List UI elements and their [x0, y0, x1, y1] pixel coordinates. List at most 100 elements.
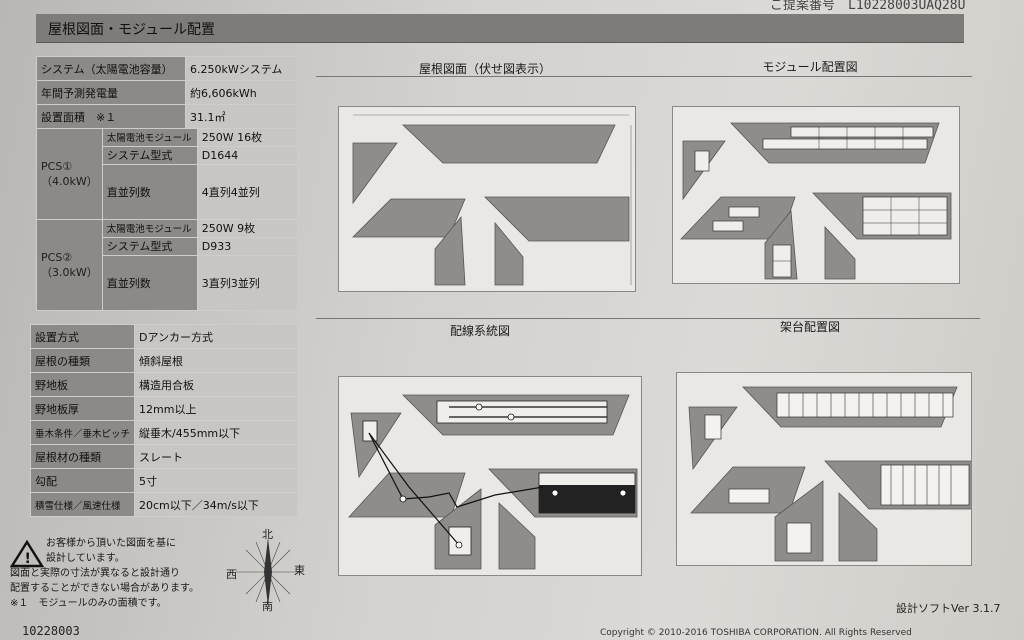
compass-star-icon [236, 538, 300, 606]
module [448, 526, 472, 556]
pcs1-module-label: 太陽電池モジュール [101, 128, 198, 147]
roof-spec-row: 屋根の種類傾斜屋根 [29, 348, 298, 373]
mount-title: 架台配置図 [779, 320, 840, 334]
roof-spec-value: 傾斜屋根 [134, 348, 298, 373]
mount-rail-group [728, 488, 770, 504]
roof-spec-label: 屋根の種類 [29, 348, 136, 373]
module-row [712, 220, 744, 232]
wiring-panel [338, 376, 642, 576]
compass-east: 東 [294, 564, 305, 577]
pcs2-module-value: 250W 9枚 [196, 219, 299, 238]
roof-face [401, 124, 616, 164]
roof-spec-row: 野地板構造用合板 [29, 372, 298, 397]
roof-face [484, 196, 630, 242]
roof-spec-label: 野地板 [29, 372, 136, 397]
note-line: 図面と実際の寸法が異なると設計通り [10, 568, 180, 579]
pcs2-model-label: システム型式 [101, 236, 198, 256]
roof-face [498, 502, 536, 570]
roof-face [348, 472, 466, 518]
compass-rose: 北 南 東 西 [224, 528, 312, 614]
module [362, 420, 378, 442]
pcs-spec-table: PCS① （4.0kW） 太陽電池モジュール 250W 16枚 システム型式 D… [36, 128, 299, 312]
pcs1-series-value: 4直列4並列 [196, 163, 299, 221]
compass-south: 南 [262, 600, 273, 613]
module-row [790, 126, 934, 138]
pcs1-model-value: D1644 [196, 145, 299, 165]
module-layout-drawing [680, 122, 952, 280]
roof-spec-value: 20cm以下／34m/s以下 [134, 492, 298, 517]
pcs2-module-label: 太陽電池モジュール [101, 219, 198, 238]
wiring-drawing [348, 394, 638, 570]
compass-west: 西 [226, 568, 237, 581]
pcs1-series-label: 直並列数 [101, 163, 198, 221]
roof-face [824, 225, 856, 280]
roof-face [838, 492, 878, 562]
pcs2-label: PCS② （3.0kW） [36, 219, 103, 311]
roof-spec-label: 垂木条件／垂木ピッチ [29, 420, 136, 445]
note-line: ※１ モジュールのみの面積です。 [10, 598, 167, 609]
area-label: 設置面積 ※１ [36, 104, 186, 129]
module-row [762, 138, 928, 150]
roof-spec-label: 屋根材の種類 [29, 444, 136, 469]
pcs1-label: PCS① （4.0kW） [36, 128, 103, 220]
note-line: 設計しています。 [46, 553, 125, 564]
system-value: 6.250kWシステム [185, 56, 298, 81]
document-id: 10228003 [22, 624, 80, 638]
page-title: 屋根図面・モジュール配置 [48, 22, 216, 38]
proposal-number: ご提案番号 L10228003UAQ28U [770, 0, 966, 13]
roof-spec-label: 積雪仕様／風速仕様 [29, 492, 136, 517]
system-label: システム（太陽電池容量） [36, 56, 186, 81]
roof-spec-label: 設置方式 [29, 324, 136, 349]
software-version: 設計ソフトVer 3.1.7 [896, 602, 1001, 615]
roof-face [352, 198, 466, 238]
annual-value: 約6,606kWh [185, 80, 298, 105]
roof-face [680, 196, 796, 240]
mount-rail-group [704, 414, 722, 440]
note-line: 配置することができない場合があります。 [10, 583, 199, 594]
section-rule-top [316, 76, 972, 77]
roof-face [434, 215, 466, 286]
module-array [862, 196, 948, 236]
compass-north: 北 [262, 528, 273, 541]
pcs2-series-label: 直並列数 [101, 254, 198, 312]
system-spec-table: システム（太陽電池容量） 6.250kWシステム 年間予測発電量 約6,606k… [36, 56, 298, 129]
mount-rail-group [880, 464, 970, 506]
mount-layout-drawing [688, 386, 971, 562]
module [694, 150, 710, 172]
module-layout-title: モジュール配置図 [762, 60, 858, 74]
section-rule-middle [316, 318, 980, 319]
mount-rail-group [786, 522, 812, 554]
pcs1-model-label: システム型式 [101, 145, 198, 165]
mount-layout-panel [676, 372, 972, 566]
annual-label: 年間予測発電量 [36, 80, 186, 105]
roof-plan-drawing [352, 114, 632, 286]
wiring-title: 配線系統図 [449, 324, 510, 338]
roof-spec-row: 屋根材の種類スレート [29, 444, 298, 469]
roof-plan-title: 屋根図面（伏せ図表示） [418, 62, 551, 76]
warning-icon: ! [10, 540, 44, 568]
wiring-line [368, 432, 460, 546]
design-notes: お客様から頂いた図面を基に 設計しています。 図面と実際の寸法が異なると設計通り… [10, 536, 220, 611]
roof-face [352, 142, 398, 205]
module-row [436, 400, 608, 424]
roof-spec-row: 垂木条件／垂木ピッチ縦垂木/455mm以下 [29, 420, 298, 445]
roof-spec-value: 縦垂木/455mm以下 [134, 420, 298, 445]
roof-face [494, 221, 524, 286]
roof-spec-label: 野地板厚 [29, 396, 136, 421]
roof-spec-value: 12mm以上 [134, 396, 298, 421]
roof-spec-value: Dアンカー方式 [134, 324, 298, 349]
module-row [728, 206, 760, 218]
pcs2-series-value: 3直列3並列 [196, 254, 299, 312]
pcs-string-block [539, 485, 635, 513]
roof-spec-value: 5寸 [134, 468, 298, 493]
pcs2-model-value: D933 [196, 236, 299, 256]
copyright-text: Copyright © 2010-2016 TOSHIBA CORPORATIO… [600, 628, 912, 638]
note-line: お客様から頂いた図面を基に [46, 538, 176, 549]
roof-spec-label: 勾配 [29, 468, 136, 493]
